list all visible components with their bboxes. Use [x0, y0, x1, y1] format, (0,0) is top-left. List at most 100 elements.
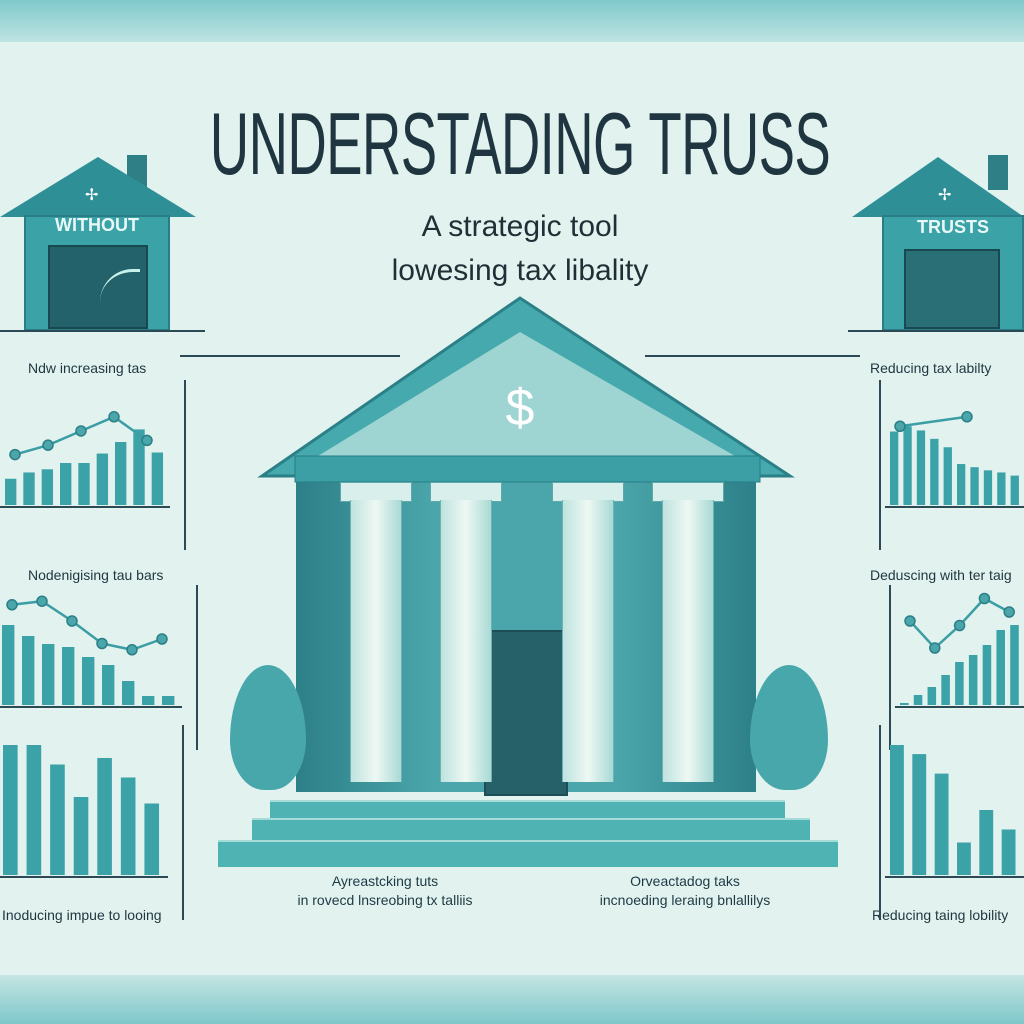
column-capital — [430, 482, 502, 502]
chart-bar — [78, 463, 90, 505]
caption-line: incnoeding leraing bnlallilys — [599, 892, 771, 908]
step — [218, 840, 838, 867]
chart-bar — [26, 745, 42, 875]
divider — [848, 330, 1024, 332]
house-roof — [852, 157, 1024, 217]
chart-bar — [122, 681, 135, 705]
chart-bar — [941, 675, 950, 705]
chart-bar — [142, 696, 155, 705]
chart-bar — [42, 644, 55, 705]
chart-bar — [1001, 829, 1016, 875]
chart-point — [75, 425, 87, 437]
column-capital — [552, 482, 624, 502]
chart-bar — [970, 467, 979, 505]
window-chart-icon — [48, 245, 148, 329]
house-label: WITHOUT — [55, 215, 139, 235]
chart-bar — [60, 463, 72, 505]
panel-label: Inoducing impue to looing — [2, 907, 162, 923]
chart-bar — [1010, 625, 1019, 705]
caption-line: Orveactadog taks — [630, 873, 740, 889]
temple-door[interactable] — [484, 630, 568, 796]
caption-line: Ayreastcking tuts — [331, 873, 439, 889]
top-band — [0, 0, 1024, 42]
chart-bar — [996, 630, 1005, 705]
panel-label: Nodenigising tau bars — [28, 567, 164, 583]
chart-bar — [50, 764, 65, 875]
chart-bar — [151, 452, 164, 505]
step — [252, 818, 810, 842]
column-capital — [652, 482, 724, 502]
chart-point — [6, 599, 18, 611]
chart-line — [899, 415, 968, 428]
chart-point — [66, 615, 78, 627]
chart-bar — [982, 645, 992, 705]
house-body: TRUSTS — [882, 215, 1024, 331]
door-icon — [904, 249, 1000, 329]
chart-point — [126, 644, 138, 656]
chart-bar — [162, 696, 175, 705]
page-title: UNDERSTADING TRUSS — [209, 94, 831, 193]
chart-bar — [900, 703, 909, 705]
chart-point — [1003, 606, 1015, 618]
chart-point — [904, 615, 916, 627]
chart-point — [929, 642, 941, 654]
chart-point — [894, 420, 906, 432]
chart-bar — [912, 754, 927, 875]
chart-bar — [144, 803, 160, 875]
emblem-icon: ✢ — [85, 187, 99, 204]
house-body: WITHOUT — [24, 215, 170, 331]
chart-point — [156, 633, 168, 645]
chart-bar — [997, 472, 1006, 505]
chart-point — [961, 411, 973, 423]
chart-bar — [62, 647, 75, 705]
chart-bar — [2, 625, 15, 705]
emblem-icon: ✢ — [938, 187, 952, 204]
column — [350, 500, 402, 782]
bottom-band — [0, 975, 1024, 1024]
chart-point — [141, 434, 153, 447]
subtitle-line-1: A strategic tool — [421, 210, 619, 243]
chart-bar — [955, 662, 964, 705]
chart-line — [11, 599, 163, 652]
chart-bar — [890, 431, 899, 505]
chart-bar — [957, 842, 971, 875]
chart-bar — [82, 657, 95, 705]
panel-label: Ndw increasing tas — [28, 360, 147, 376]
chart-bar — [5, 478, 17, 505]
chart-bar — [41, 469, 54, 505]
chart-bar — [913, 695, 923, 705]
chart-bar — [957, 464, 966, 505]
chart-point — [36, 595, 48, 607]
chart-bar — [102, 665, 115, 705]
column — [662, 500, 714, 782]
chart-bar — [96, 453, 109, 505]
chart-point — [978, 592, 991, 605]
chart-point — [42, 439, 54, 451]
chart-bar — [3, 745, 18, 875]
column — [562, 500, 614, 782]
chart-bar — [1010, 475, 1019, 505]
step — [270, 800, 785, 820]
chart-bar — [115, 442, 127, 505]
chart-bar — [916, 430, 926, 505]
chart-bar — [23, 472, 35, 505]
subtitle-line-2: lowesing tax libality — [391, 254, 649, 287]
divider — [0, 330, 205, 332]
caption-right: Orveactadog taks incnoeding leraing bnla… — [575, 872, 795, 910]
chart-bar — [73, 797, 89, 875]
chart-bar — [22, 636, 35, 705]
chart-point — [108, 411, 120, 423]
chart-bar — [927, 687, 937, 705]
column — [440, 500, 492, 782]
panel-label: Deduscing with ter taig — [870, 567, 1012, 583]
chart-bar — [934, 773, 949, 875]
chart-bar — [979, 810, 994, 875]
chart-point — [953, 619, 966, 632]
chart-bar — [968, 655, 978, 705]
house-roof — [0, 157, 196, 217]
chart-point — [9, 448, 21, 461]
tree-icon — [230, 665, 306, 790]
chart-bar — [97, 758, 112, 875]
column-capital — [340, 482, 412, 502]
